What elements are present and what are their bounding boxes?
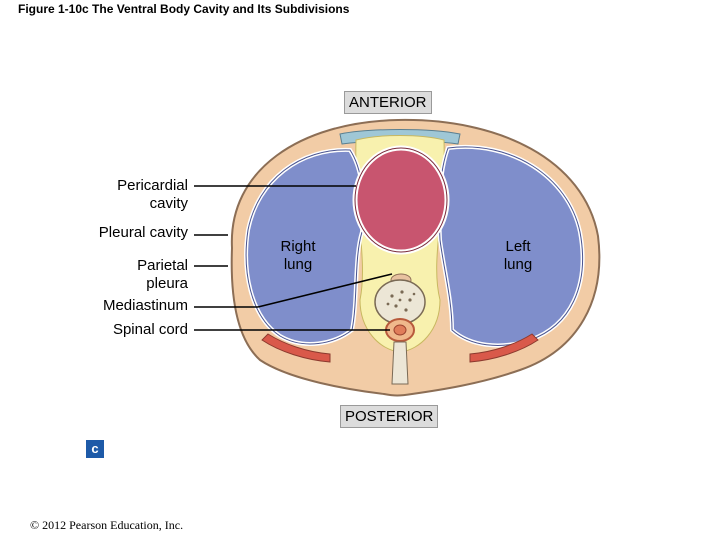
mediastinum-label: Mediastinum bbox=[102, 297, 188, 314]
panel-letter-badge: c bbox=[86, 440, 104, 458]
left-lung-line1: Left bbox=[505, 238, 531, 255]
posterior-label: POSTERIOR bbox=[340, 405, 439, 428]
pleural-cavity-label: Pleural cavity bbox=[98, 224, 188, 241]
pericardial-line1: Pericardial bbox=[117, 177, 188, 194]
right-lung-line1: Right bbox=[280, 238, 316, 255]
right-lung-label: Right lung bbox=[268, 238, 328, 274]
leader-mediastinum-ext bbox=[257, 273, 393, 308]
right-lung-line2: lung bbox=[283, 256, 313, 273]
spinous-process bbox=[391, 341, 409, 385]
pericardial-cavity-label: Pericardial cavity bbox=[80, 177, 188, 213]
left-lung-line2: lung bbox=[503, 256, 533, 273]
vertebral-body bbox=[374, 279, 426, 325]
pericardial-line2: cavity bbox=[149, 195, 188, 212]
spinal-cord-label: Spinal cord bbox=[112, 321, 188, 338]
parietal-pleura-label: Parietal pleura bbox=[80, 257, 188, 293]
figure-title: Figure 1-10c The Ventral Body Cavity and… bbox=[18, 2, 350, 16]
back-muscle-left bbox=[261, 333, 331, 363]
copyright-notice: © 2012 Pearson Education, Inc. bbox=[30, 518, 184, 532]
back-muscle-right bbox=[469, 333, 539, 363]
parietal-line2: pleura bbox=[146, 275, 188, 292]
parietal-line1: Parietal bbox=[137, 257, 188, 274]
spinal-cord bbox=[393, 324, 407, 336]
left-lung-label: Left lung bbox=[488, 238, 548, 274]
anterior-label: ANTERIOR bbox=[344, 91, 432, 114]
